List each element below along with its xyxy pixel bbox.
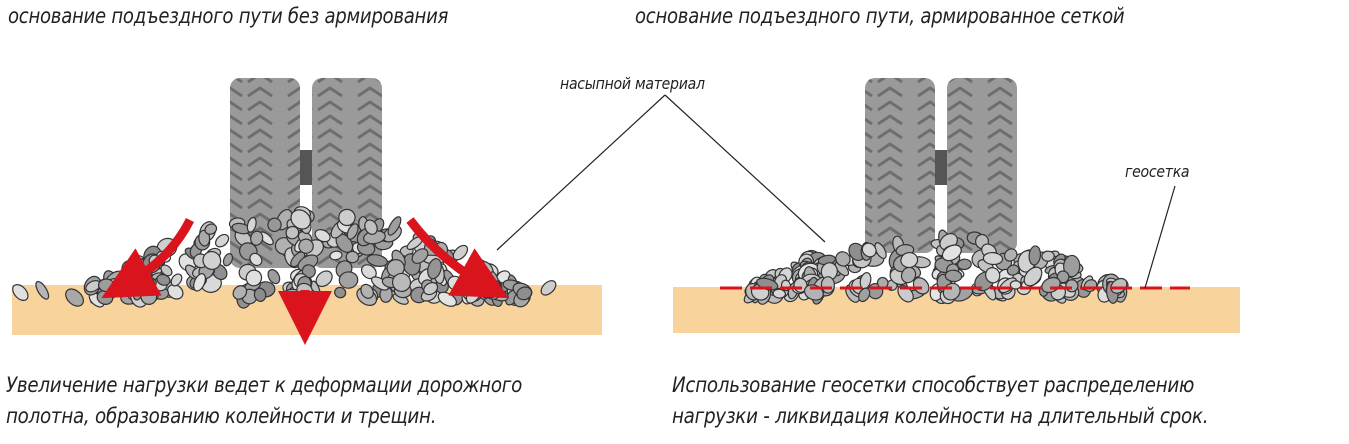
gravel-stone [1006, 264, 1020, 276]
gravel-stone [1028, 245, 1042, 266]
gravel-stone [166, 284, 184, 300]
gravel-stone [202, 250, 222, 271]
gravel-stone [874, 242, 887, 260]
left-caption-line2: полотна, образованию колейности и трещин… [6, 404, 437, 428]
gravel-stone [329, 250, 343, 261]
gravel-stone [314, 229, 331, 243]
gravel-stone [222, 253, 234, 267]
gravel-stone [912, 277, 930, 295]
gravel-stone [387, 216, 402, 236]
gravel-stone [1023, 266, 1043, 287]
gravel-stone [35, 280, 50, 300]
gravel-stone [364, 219, 378, 235]
gravel-stone [338, 271, 359, 289]
gravel-stone [516, 286, 533, 301]
gravel-pile-right [743, 229, 1129, 305]
gravel-stone [246, 216, 257, 233]
gravel-stone [170, 273, 183, 287]
gravel-stone [957, 258, 972, 271]
gravel-stone [249, 252, 263, 267]
gravel-stone [944, 269, 963, 283]
gravel-stone [346, 223, 359, 240]
gravel-stone [345, 250, 360, 264]
gravel-stone [982, 251, 1004, 266]
right-caption-line1: Использование геосетки способствует расп… [672, 373, 1195, 397]
gravel-stone [338, 208, 356, 227]
gravel-stone [267, 217, 282, 233]
gravel-stone [820, 276, 836, 294]
gravel-stone [193, 273, 206, 292]
gravel-stone [366, 254, 388, 267]
gravel-stone [334, 286, 347, 299]
gravel-stone [290, 209, 312, 230]
gravel-stone [857, 287, 871, 303]
gravel-stone [160, 264, 173, 277]
gravel-stone [65, 288, 84, 307]
gravel-stone [540, 280, 557, 296]
right-caption-line2: нагрузки - ликвидация колейности на длит… [672, 404, 1209, 428]
leader-lines [496, 94, 1176, 289]
gravel-stone [97, 278, 115, 293]
gravel-stone [941, 244, 962, 262]
gravel-stone [298, 238, 314, 254]
gravel-stone [1063, 254, 1081, 278]
gravel-stone [411, 248, 429, 264]
gravel-stone [391, 272, 412, 293]
gravel-stone [245, 269, 263, 287]
gravel-stone [427, 258, 442, 280]
gravel-stone [360, 283, 374, 299]
gravel-stone [900, 266, 917, 284]
geogrid-label: геосетка [1125, 162, 1190, 181]
gravel-stone [232, 285, 248, 300]
gravel-stone [772, 288, 787, 299]
left-caption-line1: Увеличение нагрузки ведет к деформации д… [6, 373, 523, 397]
gravel-stone [12, 284, 29, 301]
gravel-stone [198, 229, 211, 247]
gravel-stone [267, 269, 281, 285]
gravel-stone [285, 225, 300, 240]
wheel-right [865, 78, 1017, 253]
gravel-stone [985, 267, 1001, 284]
gravel-stone [214, 233, 230, 248]
right-panel-title: основание подъездного пути, армированное… [635, 4, 1125, 28]
fill-material-label: насыпной материал [560, 74, 705, 93]
gravel-stone [861, 242, 877, 258]
load-arrows [101, 217, 509, 345]
gravel-stone [1003, 248, 1018, 262]
gravel-stone [900, 251, 919, 269]
gravel-stone [315, 270, 333, 288]
gravel-stone [835, 251, 851, 267]
gravel-stone [1041, 250, 1055, 262]
gravel-stone [250, 230, 264, 246]
left-panel-title: основание подъездного пути без армирован… [8, 4, 449, 28]
gravel-stone [253, 287, 267, 302]
gravel-stone [1009, 280, 1022, 290]
gravel-stone [897, 285, 914, 303]
gravel-stone [204, 223, 218, 235]
gravel-stone [423, 281, 439, 296]
